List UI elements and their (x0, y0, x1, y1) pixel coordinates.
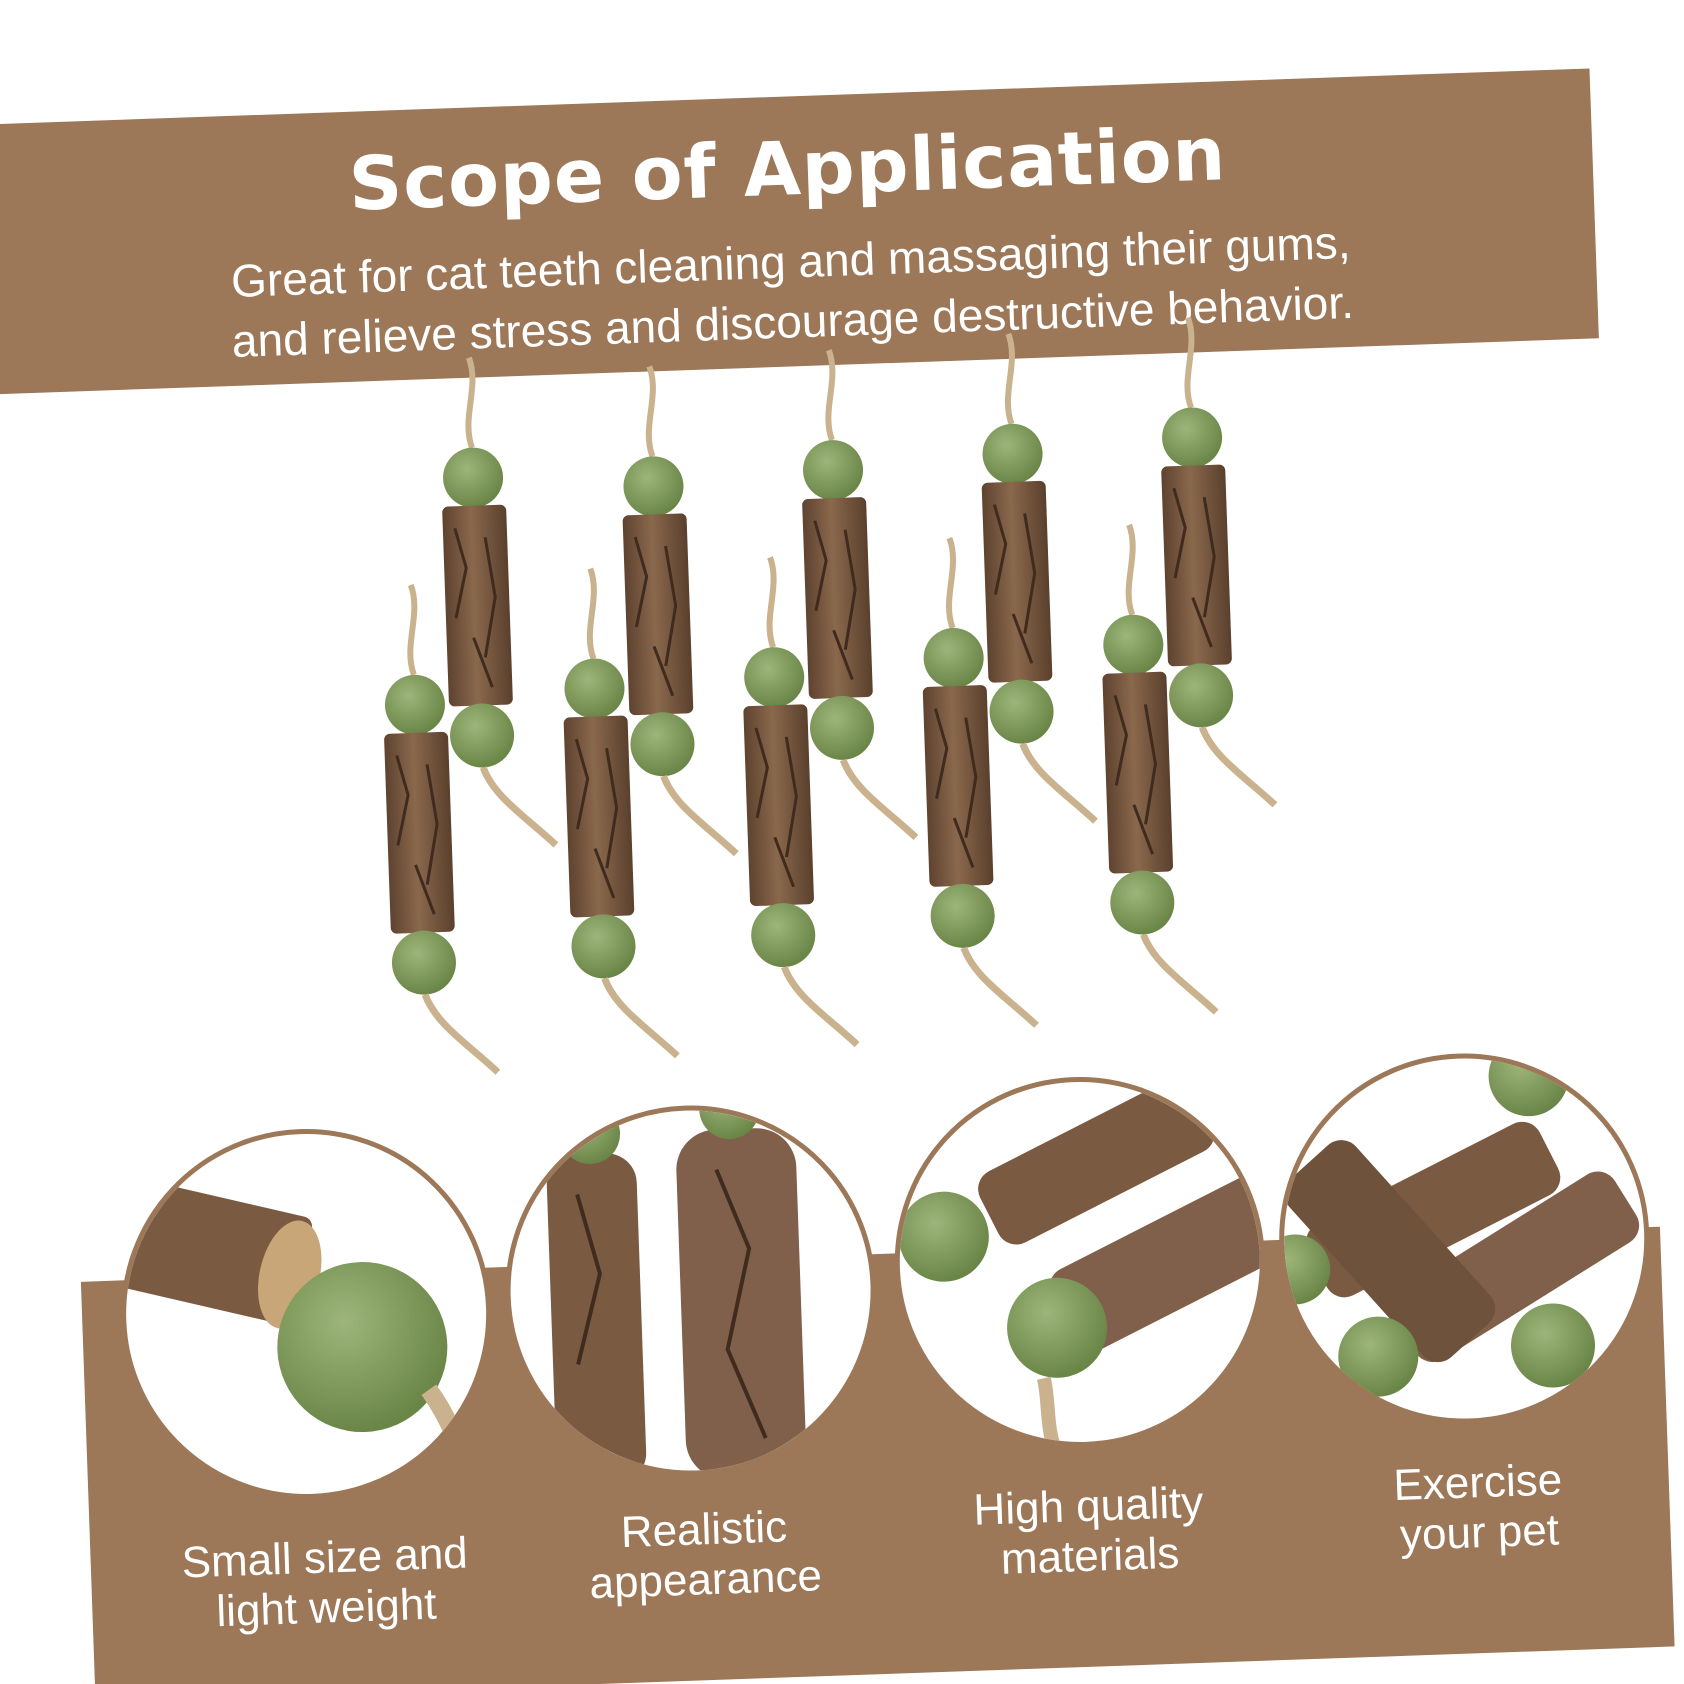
feature-image-materials (888, 1070, 1272, 1454)
stick-item (437, 355, 556, 848)
feature-image-realistic (499, 1099, 882, 1482)
wood-material-icon (898, 1078, 1272, 1454)
feature-label-exercise: Exercise your pet (1287, 1452, 1670, 1565)
feature-label-realistic: Realistic appearance (513, 1499, 896, 1612)
stick-item (617, 364, 736, 857)
feature-label-small-size: Small size and light weight (134, 1527, 517, 1640)
stick-item (976, 331, 1095, 824)
stick-item (1156, 315, 1275, 808)
stick-item (797, 348, 916, 841)
feature-label-materials: High quality materials (898, 1475, 1281, 1588)
